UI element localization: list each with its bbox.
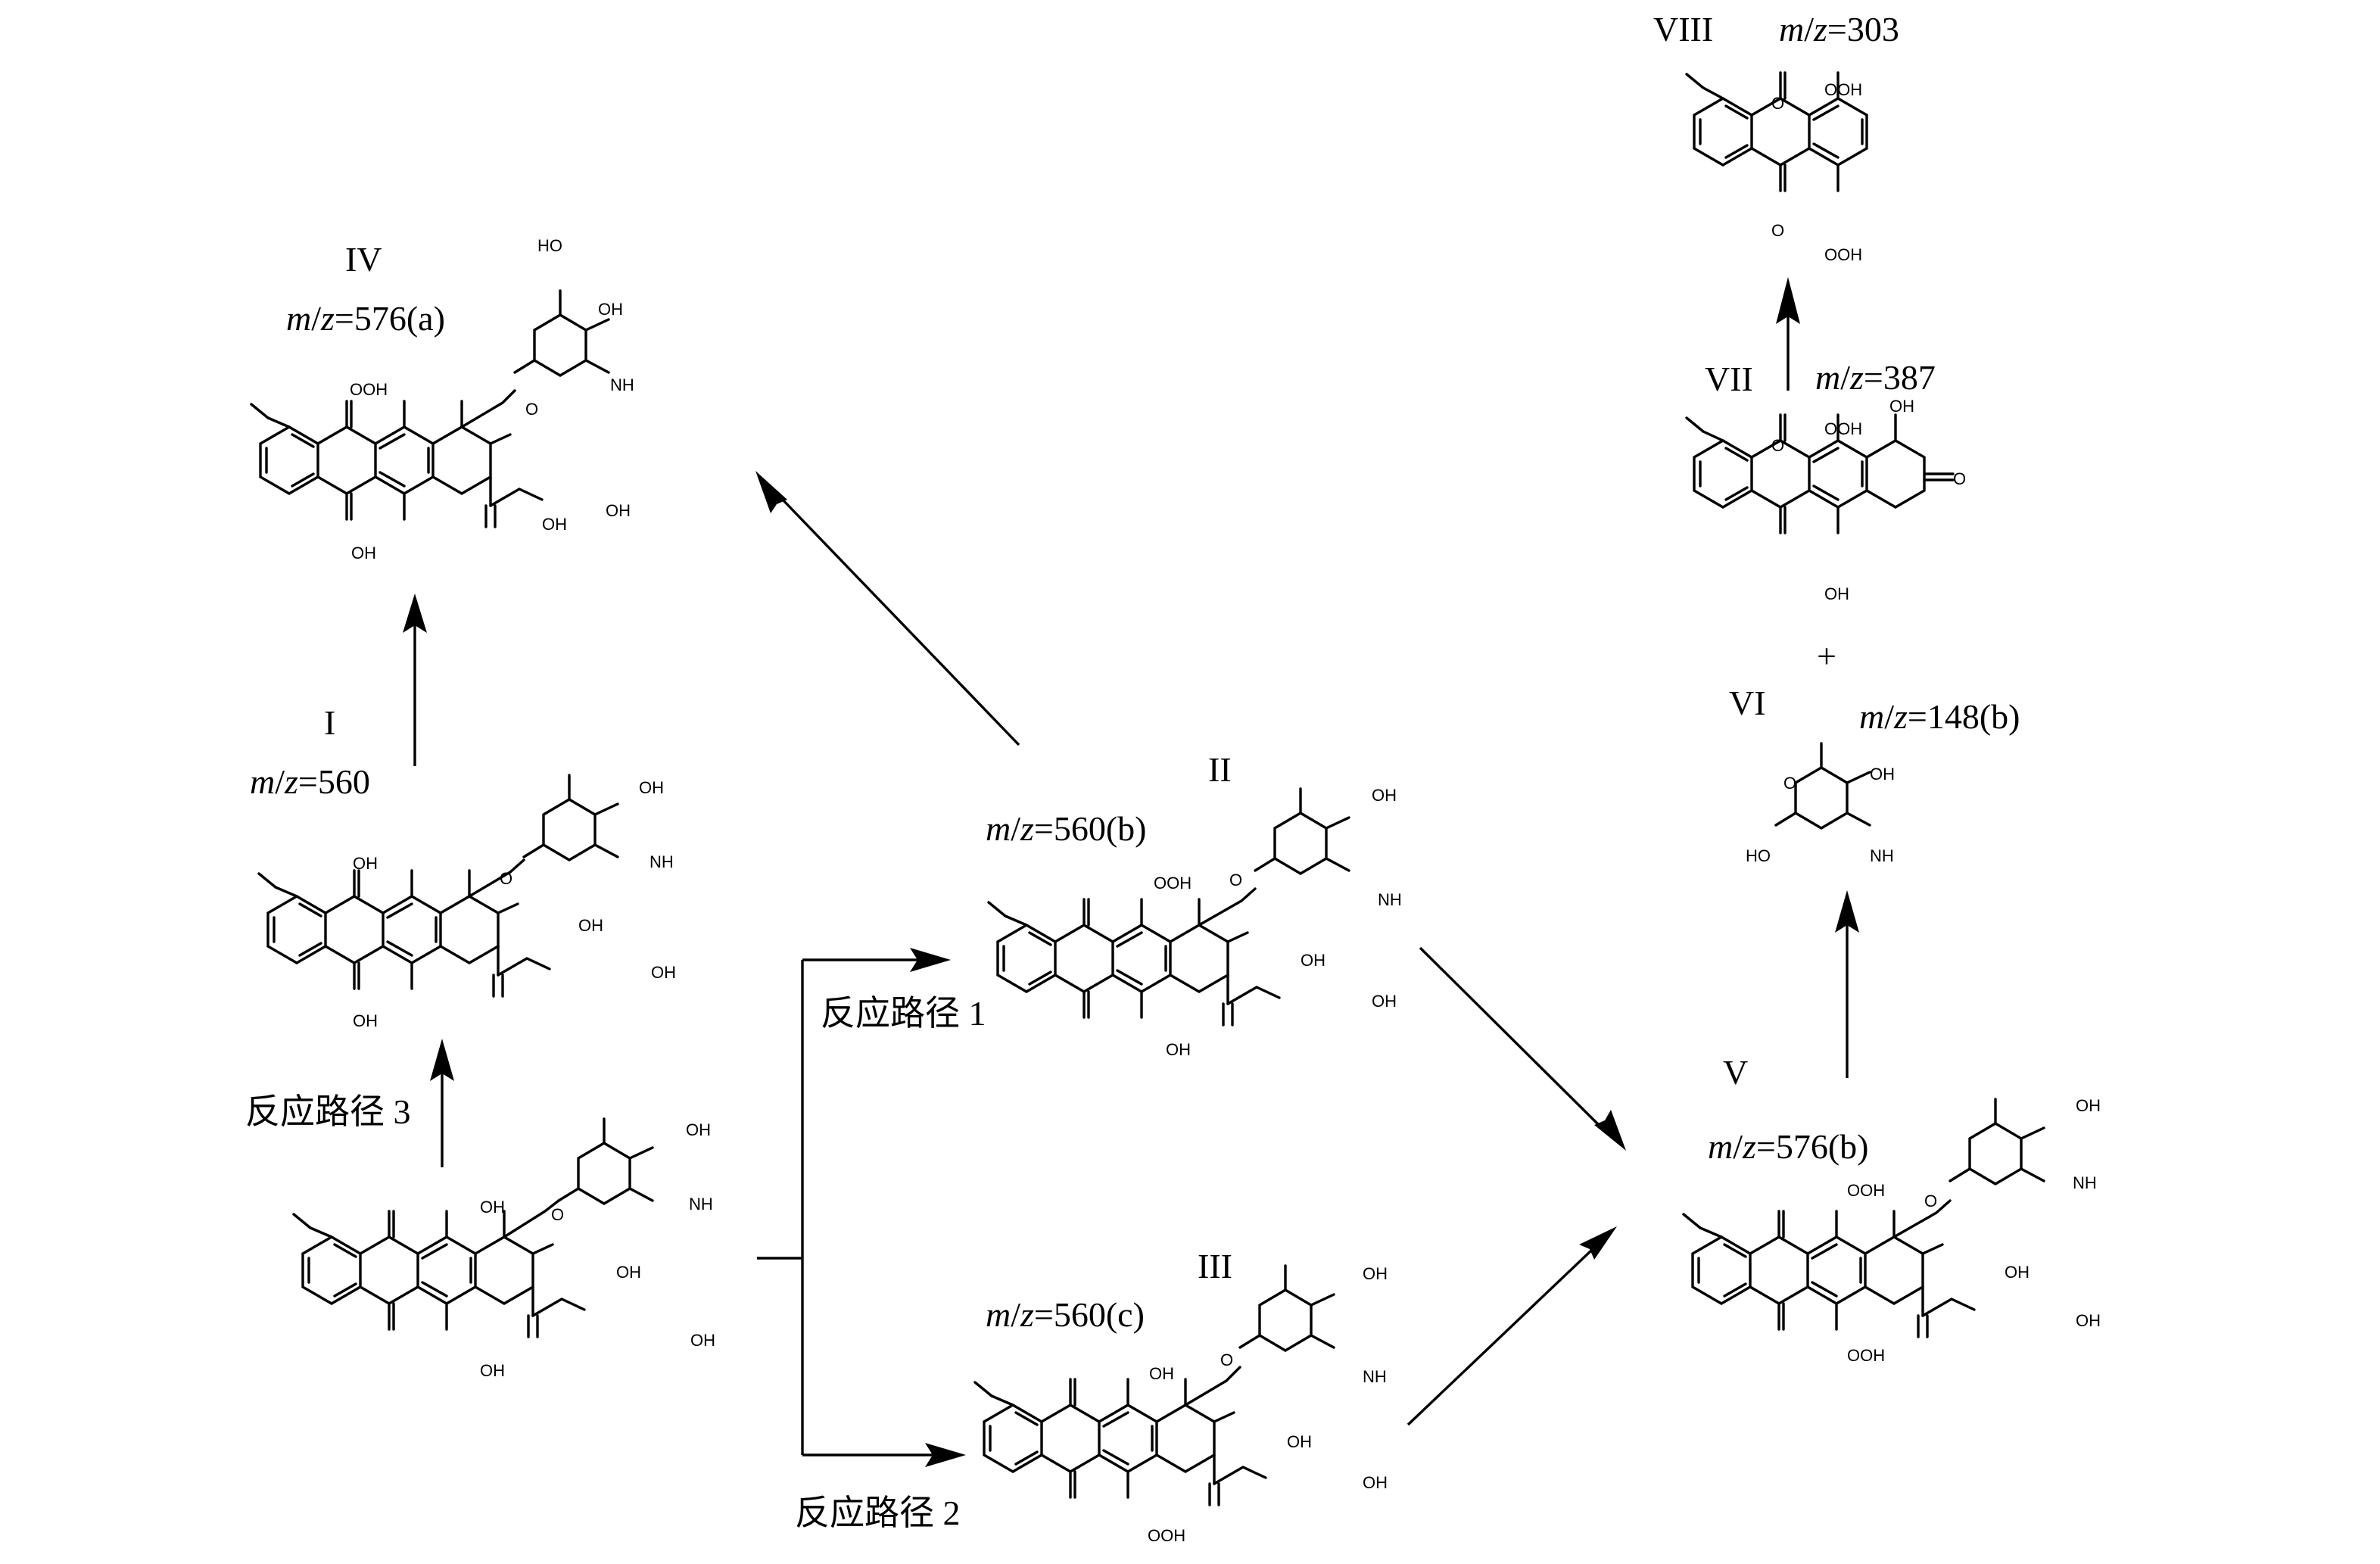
atom-O-start: O <box>551 1205 564 1224</box>
structure-V <box>1682 1098 2045 1338</box>
structure-III <box>973 1264 1335 1506</box>
atom-OOH-V-b: OOH <box>1847 1346 1885 1365</box>
atom-OOH-VIII-b: OOH <box>1824 245 1862 264</box>
atom-NH-II: NH <box>1378 890 1402 909</box>
structure-VII <box>1685 413 1955 534</box>
atom-OH-V-c: OH <box>2005 1263 2030 1282</box>
numeral-IV: IV <box>345 240 382 279</box>
atom-O-VII-b: O <box>1771 436 1784 455</box>
mz-label-V: m/z=576(b) <box>1708 1127 1869 1166</box>
structure-doxorubicin <box>292 1117 654 1338</box>
atom-NH-V: NH <box>2073 1173 2097 1192</box>
atom-OH-II-c: OH <box>1301 951 1326 970</box>
mz-label-IV: m/z=576(a) <box>286 299 445 338</box>
atom-OH-IV-d: OH <box>606 501 631 520</box>
arrow-V-to-VI <box>1835 890 1859 1078</box>
atom-OH-start-e: OH <box>686 1120 711 1139</box>
atom-labels: OOH OH O OH OH NH OH HO OH OH O OH OH NH… <box>350 80 2101 1545</box>
atom-OH-II-e: OH <box>1372 786 1397 805</box>
atom-OH-III-c: OH <box>1287 1432 1312 1451</box>
atom-OH-I-e: OH <box>639 778 664 797</box>
atom-OH-start-c: OH <box>616 1263 641 1282</box>
atom-HO-IV: HO <box>537 236 562 255</box>
atom-OH-III-e: OH <box>1363 1264 1388 1283</box>
mz-label-III: m/z=560(c) <box>986 1295 1145 1334</box>
atom-O-VIII-b: O <box>1771 221 1784 240</box>
atom-OH-II-d: OH <box>1372 992 1397 1011</box>
atom-OH-VII: OH <box>1824 584 1849 603</box>
numeral-VIII: VIII <box>1653 10 1713 48</box>
numeral-VII: VII <box>1705 360 1753 398</box>
atom-O-VIII: O <box>1771 94 1784 113</box>
numeral-II: II <box>1208 750 1232 789</box>
atom-OH-start-b: OH <box>480 1361 505 1380</box>
atom-OH-IV-c: OH <box>542 515 567 534</box>
mz-label-VII: m/z=387 <box>1815 358 1936 397</box>
pathway-label-3: 反应路径 3 <box>245 1092 411 1131</box>
atom-OH-IV-b: OH <box>351 544 376 562</box>
atom-NH-IV: NH <box>610 375 634 394</box>
pathway-label-1: 反应路径 1 <box>821 994 986 1033</box>
atom-OH-I-b: OH <box>353 1011 378 1030</box>
atom-OH-I-c: OH <box>578 916 603 935</box>
atom-OOH-VIII: OOH <box>1824 80 1862 99</box>
atom-OH-I-d: OH <box>651 963 676 982</box>
atom-O-IV: O <box>525 400 538 419</box>
arrow-VII-to-VIII <box>1776 277 1800 391</box>
structure-VIII <box>1685 71 1868 192</box>
arrow-route3 <box>430 1039 454 1167</box>
mz-label-VI: m/z=148(b) <box>1859 697 2020 736</box>
atom-OOH-II: OOH <box>1154 874 1192 893</box>
atom-HO-VI: HO <box>1746 846 1771 865</box>
atom-OH-I: OH <box>353 854 378 873</box>
plus-sign: + <box>1817 637 1836 675</box>
atom-OH-III-d: OH <box>1363 1473 1388 1492</box>
atom-OH-V-e: OH <box>2076 1096 2101 1115</box>
structure-IV <box>250 289 610 528</box>
atom-OOH-III: OOH <box>1148 1526 1185 1545</box>
atom-O-VI: O <box>1783 774 1796 793</box>
numeral-V: V <box>1723 1053 1748 1092</box>
atom-O-I: O <box>500 869 512 888</box>
atom-OH-start-d: OH <box>690 1331 715 1350</box>
atom-NH-start: NH <box>689 1195 713 1214</box>
atom-OOH-V: OOH <box>1847 1181 1885 1200</box>
atom-O-V: O <box>1924 1192 1937 1210</box>
arrow-I-to-IV <box>403 594 427 766</box>
atom-NH-VI: NH <box>1870 846 1894 865</box>
arrow-II-to-IV <box>755 471 1020 746</box>
mz-label-I: m/z=560 <box>250 762 370 801</box>
arrow-II-to-V <box>1419 946 1626 1151</box>
structure-II <box>987 787 1350 1027</box>
pathway-label-2: 反应路径 2 <box>795 1494 961 1532</box>
numeral-VI: VI <box>1729 684 1766 722</box>
atom-OH-VII-b: OH <box>1889 397 1914 416</box>
numeral-III: III <box>1198 1247 1232 1285</box>
structure-I <box>257 774 619 998</box>
arrow-III-to-V <box>1407 1226 1617 1426</box>
mz-label-II: m/z=560(b) <box>986 809 1147 848</box>
numeral-I: I <box>324 703 335 742</box>
atom-OH-V-d: OH <box>2076 1311 2101 1330</box>
bracket-split <box>757 948 966 1467</box>
atom-OH-III: OH <box>1149 1364 1174 1383</box>
atom-NH-III: NH <box>1363 1367 1387 1386</box>
atom-NH-I: NH <box>650 852 674 871</box>
atom-O-II: O <box>1229 871 1242 889</box>
atom-O-VII: O <box>1953 469 1966 488</box>
atom-OH-IV-e: OH <box>598 300 623 319</box>
atom-OOH-VII: OOH <box>1824 419 1862 438</box>
atom-OH-IV: OOH <box>350 380 388 399</box>
atom-OH-II: OH <box>1166 1040 1191 1059</box>
atom-OH-VI: OH <box>1870 765 1895 784</box>
mz-label-VIII: m/z=303 <box>1779 10 1899 48</box>
atom-OH-start: OH <box>480 1198 505 1217</box>
atom-O-III: O <box>1220 1351 1233 1369</box>
